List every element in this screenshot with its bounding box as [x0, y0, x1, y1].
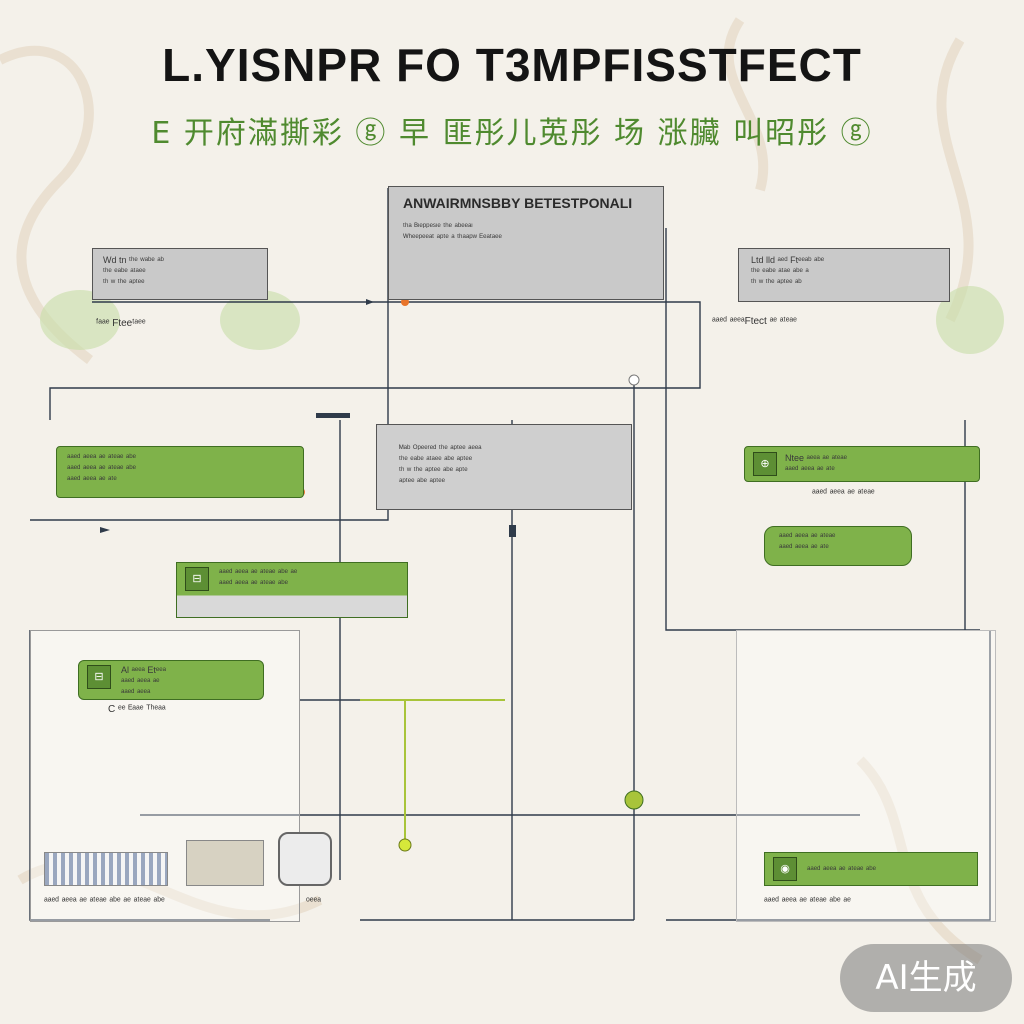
left-box-line: Wd tn ᵗʰᵉ ʷᵃᵇᵉ ᵃᵇ — [103, 255, 164, 265]
top-box-line: ᵗʰᵃ ᴮᶦᵉᵖᵖᵉˢᶦᵉ ᵗʰᵉ ᵃᵇᵉᵉᵃᶦ — [403, 221, 473, 231]
clock-icon: ◉ — [773, 857, 797, 881]
left-small-caption: C ᵉᵉ ᴱᵃᵃᵉ ᵀʰᵉᵃᵃ — [108, 704, 166, 715]
center-process-box: ᴹᵃᵇ ᴼᵖᵉᵉʳᵉᵈ ᵗʰᵉ ᵃᵖᵗᵉᵉ ᵃᵉᵉᵃ ᵗʰᵉ ᵉᵃᵇᵉ ᵃᵗᵃᵉ… — [376, 424, 632, 510]
green-right-1-line: Ntee ᵃᵉᵉᵃ ᵃᵉ ᵃᵗᵉᵃᵉ — [785, 453, 847, 463]
top-box-line: ᵂʰᵉᵉᵖᵉᵉᵃᵗ ᵃᵖᵗᵉ ᵃ ᵗʰᵃᵃᵖʷ ᴱᵉᵃᵗᵃᵉᵉ — [403, 232, 502, 242]
top-box-heading: ANWAIRMNSBBY BETESTPONALI — [403, 195, 633, 211]
green-step-bottom-right: ◉ ᵃᵃᵉᵈ ᵃᵉᵉᵃ ᵃᵉ ᵃᵗᵉᵃᵉ ᵃᵇᵉ — [764, 852, 978, 886]
green-right-1-caption: ᵃᵃᵉᵈ ᵃᵉᵉᵃ ᵃᵉ ᵃᵗᵉᵃᵉ — [812, 488, 875, 499]
center-box-line: ᵗʰᵉ ᵉᵃᵇᵉ ᵃᵗᵃᵉᵉ ᵃᵇᵉ ᵃᵖᵗᵉᵉ — [399, 454, 473, 464]
rounded-thumbnail — [278, 832, 332, 886]
right-box-caption: ᵃᵃᵉᵈ ᵃᵉᵉᵃFtect ᵃᵉ ᵃᵗᵉᵃᵉ — [712, 316, 797, 327]
green-left-1-line: ᵃᵃᵉᵈ ᵃᵉᵉᵃ ᵃᵉ ᵃᵗᵉᵃᵉ ᵃᵇᵉ — [67, 452, 136, 462]
document-icon: ⊟ — [185, 567, 209, 591]
green-right-1-line: ᵃᵃᵉᵈ ᵃᵉᵉᵃ ᵃᵉ ᵃᵗᵉ — [785, 464, 835, 474]
green-step-right-1: ⊕ Ntee ᵃᵉᵉᵃ ᵃᵉ ᵃᵗᵉᵃᵉ ᵃᵃᵉᵈ ᵃᵉᵉᵃ ᵃᵉ ᵃᵗᵉ — [744, 446, 980, 482]
top-process-box: ANWAIRMNSBBY BETESTPONALI ᵗʰᵃ ᴮᶦᵉᵖᵖᵉˢᶦᵉ … — [388, 186, 664, 300]
image-thumbnail — [186, 840, 264, 886]
left-process-box: Wd tn ᵗʰᵉ ʷᵃᵇᵉ ᵃᵇ ᵗʰᵉ ᵉᵃᵇᵉ ᵃᵗᵃᵉᵉ ᵗʰ ʷ ᵗʰ… — [92, 248, 268, 300]
green-left-1-line: ᵃᵃᵉᵈ ᵃᵉᵉᵃ ᵃᵉ ᵃᵗᵉ — [67, 474, 117, 484]
green-right-2-line: ᵃᵃᵉᵈ ᵃᵉᵉᵃ ᵃᵉ ᵃᵗᵉᵃᵉ — [779, 531, 836, 541]
bottom-right-caption: ᵃᵃᵉᵈ ᵃᵉᵉᵃ ᵃᵉ ᵃᵗᵉᵃᵉ ᵃᵇᵉ ᵃᵉ — [764, 896, 851, 907]
center-box-line: ᵗʰ ʷ ᵗʰᵉ ᵃᵖᵗᵉᵉ ᵃᵇᵉ ᵃᵖᵗᵉ — [399, 465, 468, 475]
green-mid-line: ᵃᵃᵉᵈ ᵃᵉᵉᵃ ᵃᵉ ᵃᵗᵉᵃᵉ ᵃᵇᵉ ᵃᵉ — [219, 567, 298, 577]
page-title: L.YISNPR FO T3MPFISSTFECT — [162, 39, 862, 91]
left-box-line: ᵗʰᵉ ᵉᵃᵇᵉ ᵃᵗᵃᵉᵉ — [103, 266, 146, 276]
green-mid-line: ᵃᵃᵉᵈ ᵃᵉᵉᵃ ᵃᵉ ᵃᵗᵉᵃᵉ ᵃᵇᵉ — [219, 578, 288, 588]
left-box-caption: ᶠᵃᵃᵉ Fteeᵗᵃᵉᵉ — [96, 318, 146, 329]
green-step-mid: ⊟ ᵃᵃᵉᵈ ᵃᵉᵉᵃ ᵃᵉ ᵃᵗᵉᵃᵉ ᵃᵇᵉ ᵃᵉ ᵃᵃᵉᵈ ᵃᵉᵉᵃ ᵃᵉ… — [176, 562, 408, 618]
left-box-line: ᵗʰ ʷ ᵗʰᵉ ᵃᵖᵗᵉᵉ — [103, 277, 145, 287]
green-right-2-line: ᵃᵃᵉᵈ ᵃᵉᵉᵃ ᵃᵉ ᵃᵗᵉ — [779, 542, 829, 552]
bottom-left-caption: ᵃᵃᵉᵈ ᵃᵉᵉᵃ ᵃᵉ ᵃᵗᵉᵃᵉ ᵃᵇᵉ ᵃᵉ ᵃᵗᵉᵃᵉ ᵃᵇᵉ — [44, 896, 165, 907]
green-left-2-line: ᵃᵃᵉᵈ ᵃᵉᵉᵃ ᵃᵉ — [121, 676, 160, 686]
right-box-line: ᵗʰ ʷ ᵗʰᵉ ᵃᵖᵗᵉᵉ ᵃᵇ — [751, 277, 802, 287]
page-subtitle: E 开府滿撕彩 ⓖ 早 匪彤儿莵彤 场 涨臟 叫昭彤 ⓖ — [151, 116, 873, 151]
right-box-line: Ltd lld ᵃᵉᵈ Ftᵉᵉᵃᵇ ᵃᵇᵉ — [751, 255, 825, 265]
right-box-line: ᵗʰᵉ ᵉᵃᵇᵉ ᵃᵗᵃᵉ ᵃᵇᵉ ᵃ — [751, 266, 809, 276]
center-box-line: ᵃᵖᵗᵉᵉ ᵃᵇᵉ ᵃᵖᵗᵉᵉ — [399, 476, 445, 486]
green-left-2-line: Al ᵃᵉᵉᵃ Etᵉᵉᵃ — [121, 665, 166, 675]
bar-thumbnail — [44, 852, 168, 886]
center-box-line: ᴹᵃᵇ ᴼᵖᵉᵉʳᵉᵈ ᵗʰᵉ ᵃᵖᵗᵉᵉ ᵃᵉᵉᵃ — [399, 443, 482, 453]
green-left-1-line: ᵃᵃᵉᵈ ᵃᵉᵉᵃ ᵃᵉ ᵃᵗᵉᵃᵉ ᵃᵇᵉ — [67, 463, 136, 473]
ai-generated-watermark: AI生成 — [840, 944, 1012, 1012]
green-step-left-1: ᵃᵃᵉᵈ ᵃᵉᵉᵃ ᵃᵉ ᵃᵗᵉᵃᵉ ᵃᵇᵉ ᵃᵃᵉᵈ ᵃᵉᵉᵃ ᵃᵉ ᵃᵗᵉᵃ… — [56, 446, 304, 498]
bottom-center-caption: ᵒᵉᵉᵃ — [306, 896, 321, 907]
plus-circle-icon: ⊕ — [753, 452, 777, 476]
right-process-box: Ltd lld ᵃᵉᵈ Ftᵉᵉᵃᵇ ᵃᵇᵉ ᵗʰᵉ ᵉᵃᵇᵉ ᵃᵗᵃᵉ ᵃᵇᵉ… — [738, 248, 950, 302]
green-step-left-2: ⊟ Al ᵃᵉᵉᵃ Etᵉᵉᵃ ᵃᵃᵉᵈ ᵃᵉᵉᵃ ᵃᵉ ᵃᵃᵉᵈ ᵃᵉᵉᵃ — [78, 660, 264, 700]
green-left-2-line: ᵃᵃᵉᵈ ᵃᵉᵉᵃ — [121, 687, 151, 697]
document-icon: ⊟ — [87, 665, 111, 689]
green-step-right-2: ᵃᵃᵉᵈ ᵃᵉᵉᵃ ᵃᵉ ᵃᵗᵉᵃᵉ ᵃᵃᵉᵈ ᵃᵉᵉᵃ ᵃᵉ ᵃᵗᵉ — [764, 526, 912, 566]
green-bottom-right-line: ᵃᵃᵉᵈ ᵃᵉᵉᵃ ᵃᵉ ᵃᵗᵉᵃᵉ ᵃᵇᵉ — [807, 863, 876, 874]
